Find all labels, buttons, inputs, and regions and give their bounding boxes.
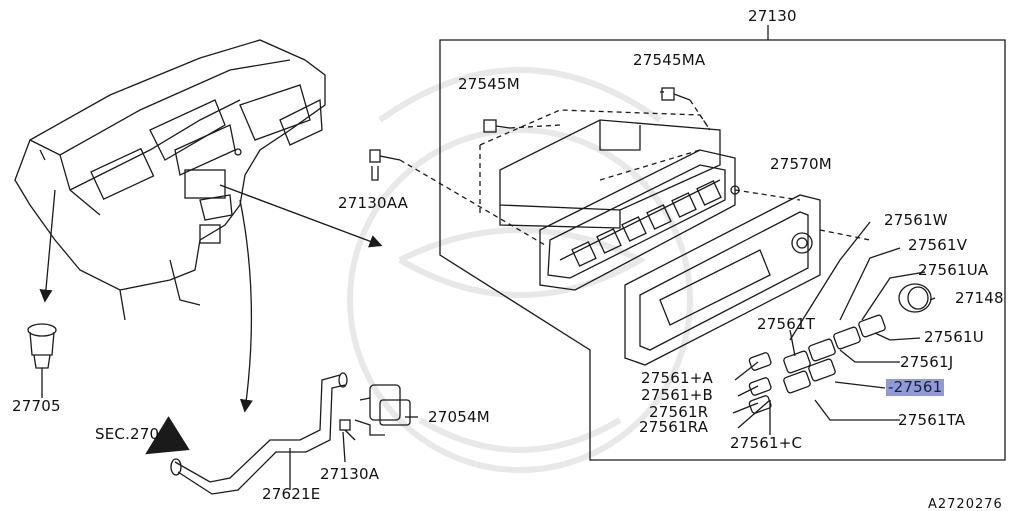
label-27561ra: 27561RA: [639, 418, 709, 436]
label-27545m: 27545M: [458, 75, 520, 93]
label-27561j: 27561J: [900, 353, 954, 371]
label-27130a: 27130A: [320, 465, 380, 483]
label-27561ta: 27561TA: [898, 411, 966, 429]
label-27130: 27130: [748, 7, 797, 25]
screw-27545ma: [661, 87, 691, 101]
label-27561-highlighted[interactable]: -27561: [886, 378, 945, 396]
knob-27148: [898, 283, 932, 313]
watermark-emblem: [347, 67, 693, 473]
assembly-boundary: [439, 25, 1006, 461]
control-unit: [539, 149, 740, 291]
label-27130aa: 27130AA: [338, 194, 409, 212]
arrow-to-27705: [39, 189, 56, 303]
label-27054m: 27054M: [428, 408, 490, 426]
housing-27130: [479, 109, 721, 229]
label-sec-270: SEC.270: [95, 425, 160, 443]
dashboard-illustration: [14, 39, 326, 321]
aspirator-motor-part: [354, 384, 411, 436]
label-27561u: 27561U: [924, 328, 984, 346]
label-27148: 27148: [955, 289, 1004, 307]
label-27561w: 27561W: [884, 211, 948, 229]
label-27570m: 27570M: [770, 155, 832, 173]
screw-27130aa: [369, 149, 401, 181]
label-27705: 27705: [12, 397, 61, 415]
arrow-to-hose: [239, 199, 253, 413]
label-27561-plus-b: 27561+B: [641, 386, 713, 404]
label-27561-plus-c: 27561+C: [730, 434, 803, 452]
aspirator-hose-part: [170, 372, 348, 495]
label-27561r: 27561R: [649, 403, 709, 421]
clip-27705-part: [27, 323, 57, 380]
label-27561t: 27561T: [757, 315, 816, 333]
label-27561ua: 27561UA: [918, 261, 989, 279]
finisher-panel-27570m: [624, 194, 821, 366]
sec-arrow: [145, 416, 190, 455]
label-27545ma: 27545MA: [633, 51, 706, 69]
label-27621e: 27621E: [262, 485, 321, 503]
screw-27545m: [483, 119, 511, 133]
drawing-id: A2720276: [928, 497, 1003, 511]
screw-27130a: [339, 419, 356, 441]
label-27561-plus-a: 27561+A: [641, 369, 713, 387]
label-27561v: 27561V: [908, 236, 968, 254]
arrow-to-assembly: [219, 184, 383, 248]
